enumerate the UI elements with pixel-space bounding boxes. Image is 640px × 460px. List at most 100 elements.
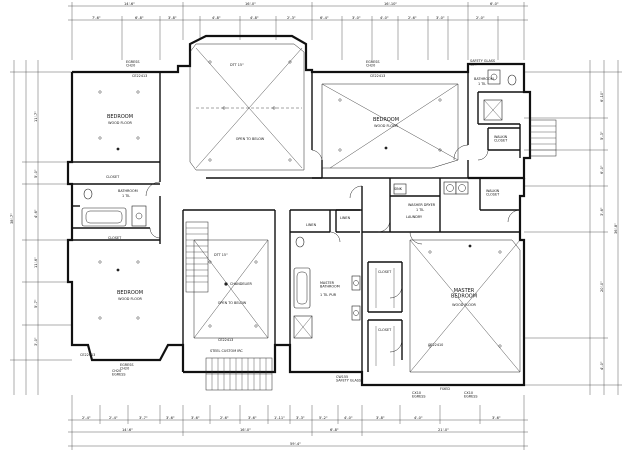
dim-bot2-3: 21'-0" <box>438 428 449 432</box>
dim-left-5: 3'-0" <box>34 337 38 346</box>
master-bath-sub: 1 TIL PUR <box>320 293 337 297</box>
bathroom-ne-name: BATHROOM <box>474 77 494 81</box>
door-swings <box>145 144 521 353</box>
dim-bot2-0: 14'-6" <box>122 428 133 432</box>
bathroom-ne-sub: 1 TIL <box>478 82 486 86</box>
dim-bot2-2: 6'-8" <box>330 428 339 432</box>
dim-bot2-1: 16'-0" <box>240 428 251 432</box>
dim-top1-1: 16'-0" <box>245 2 256 6</box>
linen-1: LINEN <box>306 223 317 227</box>
open-center-label: OPEN TO BELOW <box>236 137 265 141</box>
dim-bot1-6: 3'-6" <box>248 416 257 420</box>
bedroom-sw-floor: WOOD FLOOR <box>118 297 142 301</box>
dim-bot1-10: 4'-0" <box>344 416 353 420</box>
master-bedroom-floor: WOOD FLOOR <box>452 303 476 307</box>
dimension-lines <box>10 2 622 450</box>
dimension-text: 14'-6" 16'-0" 16'-10" 6'-0" 7'-6" 6'-8" … <box>10 2 618 446</box>
bedroom-nw-name: BEDROOM <box>107 114 133 120</box>
dim-bot1-13: 3'-6" <box>492 416 501 420</box>
sink-label: SINK <box>394 187 403 191</box>
bathroom-w-sub: 1 TIL <box>122 194 130 198</box>
dim-top2-5: 2'-3" <box>287 16 296 20</box>
dim-top2-0: 7'-6" <box>92 16 101 20</box>
steel-custom-label: STEEL CUSTOM IRC <box>210 349 243 353</box>
master-tub-fixture <box>293 267 311 309</box>
dim-top1-0: 14'-6" <box>124 2 135 6</box>
dim-right-1: 5'-3" <box>600 131 604 140</box>
laundry-label: LAUNDRY <box>406 215 423 219</box>
dim-right-2: 6'-0" <box>600 165 604 174</box>
dim-right-3: 3'-6" <box>600 207 604 216</box>
dim-right-6: 4'-0" <box>600 361 604 370</box>
dim-top1-2: 16'-10" <box>384 2 397 6</box>
bedroom-ne-floor: WOOD FLOOR <box>374 124 398 128</box>
dim-top2-2: 3'-8" <box>168 16 177 20</box>
fixed-label: FIXED <box>440 387 450 391</box>
interior-walls <box>72 72 524 372</box>
dim-left-0: 11'-7" <box>34 111 38 122</box>
open-to-below-areas <box>189 43 521 373</box>
dim-bot1-12: 4'-0" <box>414 416 423 420</box>
bathroom-w-name: BATHROOM <box>118 189 138 193</box>
dim-bot1-3: 3'-6" <box>166 416 175 420</box>
dim-bot1-0: 2'-4" <box>82 416 91 420</box>
dim-bot1-9: 5'-2" <box>319 416 328 420</box>
dim-left-2: 4'-6" <box>34 209 38 218</box>
dim-top2-9: 2'-6" <box>408 16 417 20</box>
stair-dtt: DTT 15" <box>214 253 228 257</box>
dim-bot1-7: 1'-11" <box>274 416 285 420</box>
dim-right-0: 6'-10" <box>600 91 604 102</box>
bedroom-nw-floor: WOOD FLOOR <box>108 121 132 125</box>
dim-bot1-11: 3'-8" <box>376 416 385 420</box>
light-markers <box>98 60 502 348</box>
stairs <box>185 119 557 391</box>
closet-m2: CLOSET <box>378 328 392 332</box>
bedroom-ne-ceiling: CE22413 <box>370 74 385 78</box>
dim-right-4: 20'-0" <box>600 281 604 292</box>
washer-dryer-sub: 1 TIL <box>416 208 424 212</box>
dim-bot3: 59'-4" <box>290 442 301 446</box>
dim-bot1-1: 2'-4" <box>109 416 118 420</box>
open-center-dtt: DTT 15" <box>230 63 244 67</box>
dim-left-3: 11'-6" <box>34 257 38 268</box>
dim-top2-6: 6'-4" <box>320 16 329 20</box>
dim-top2-10: 3'-0" <box>436 16 445 20</box>
dim-top2-3: 4'-8" <box>212 16 221 20</box>
dim-bot1-2: 3'-7" <box>139 416 148 420</box>
bathtub-fixture <box>81 207 127 227</box>
stair-chandelier: CHANDELIER <box>230 282 253 286</box>
dim-bot1-5: 2'-6" <box>220 416 229 420</box>
dim-top1-3: 6'-0" <box>490 2 499 6</box>
linen-2: LINEN <box>340 216 351 220</box>
bedroom-sw-ceiling: CE22413 <box>80 353 95 357</box>
dim-bot1-8: 3'-3" <box>296 416 305 420</box>
closet-w1: CLOSET <box>106 175 120 179</box>
vanity-fixture <box>131 205 147 227</box>
bedroom-ne-name: BEDROOM <box>373 117 399 123</box>
dim-top2-4: 4'-8" <box>250 16 259 20</box>
bedroom-sw-name: BEDROOM <box>117 290 143 296</box>
stair-open-label: OPEN TO BELOW <box>218 301 247 305</box>
dim-right-5: 36'-8" <box>614 223 618 234</box>
dim-top2-1: 6'-8" <box>135 16 144 20</box>
dim-left-1: 5'-0" <box>34 169 38 178</box>
closet-w2: CLOSET <box>108 236 122 240</box>
bedroom-nw-ceiling: CE22413 <box>132 74 147 78</box>
dim-top2-7: 3'-0" <box>352 16 361 20</box>
dim-left-4: 5'-7" <box>34 299 38 308</box>
master-bedroom-ceiling: CE22410 <box>428 343 443 347</box>
closet-m1: CLOSET <box>378 270 392 274</box>
